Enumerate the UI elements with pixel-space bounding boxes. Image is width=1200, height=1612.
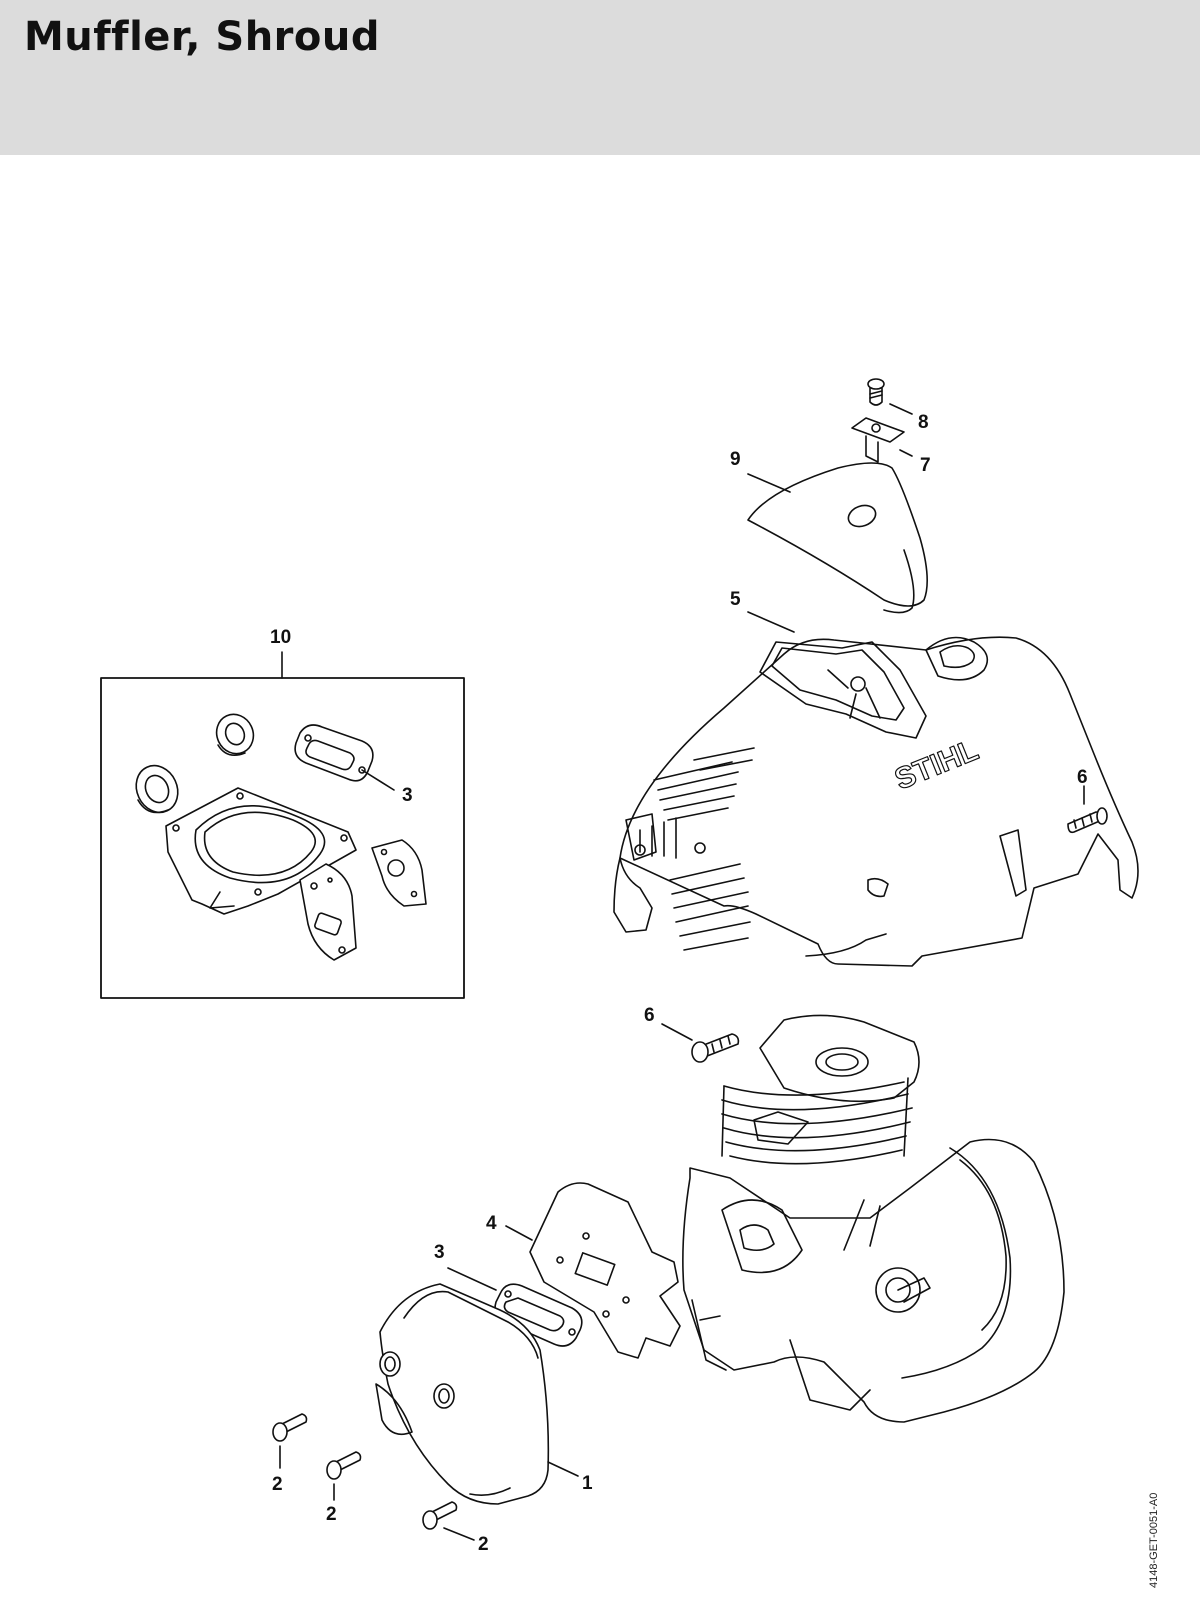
title-banner: Muffler, Shroud (0, 0, 1200, 155)
callout-6-right: 6 (1077, 767, 1088, 788)
callout-2-a: 2 (272, 1474, 283, 1495)
document-id: 4148-GET-0051-A0 (1148, 1492, 1160, 1588)
callout-8: 8 (918, 412, 929, 433)
callout-2-b: 2 (326, 1504, 337, 1525)
screw-6-right (1067, 785, 1108, 834)
screw-2-a (272, 1413, 308, 1469)
callout-5: 5 (730, 589, 741, 610)
callout-2-c: 2 (478, 1534, 489, 1555)
muffler-1 (375, 1283, 579, 1505)
callout-7: 7 (920, 455, 931, 476)
callout-6-left: 6 (644, 1005, 655, 1026)
page-title: Muffler, Shroud (24, 14, 380, 60)
bracket-7 (851, 417, 913, 463)
callout-9: 9 (730, 449, 741, 470)
callout-3-kit: 3 (402, 785, 413, 806)
oil-seal-right (215, 713, 255, 756)
top-cover-9 (747, 462, 928, 614)
engine-block (682, 1014, 1065, 1423)
callout-3: 3 (434, 1242, 445, 1263)
heat-shield-4 (505, 1182, 681, 1359)
cylinder-gasket (165, 787, 357, 915)
callout-10: 10 (270, 627, 291, 648)
screw-2-c (422, 1501, 475, 1541)
intake-gasket-a (371, 839, 427, 907)
screw-6-left (661, 1023, 740, 1063)
callout-1: 1 (582, 1473, 593, 1494)
screw-2-b (326, 1451, 362, 1501)
muffler-gasket-small (294, 724, 374, 782)
callout-4: 4 (486, 1213, 497, 1234)
screw-8 (867, 378, 913, 415)
oil-seal-left (135, 764, 179, 814)
shroud-5: STIHL (613, 611, 1139, 967)
gasket-kit-box (100, 651, 465, 999)
intake-gasket-b (299, 863, 357, 961)
